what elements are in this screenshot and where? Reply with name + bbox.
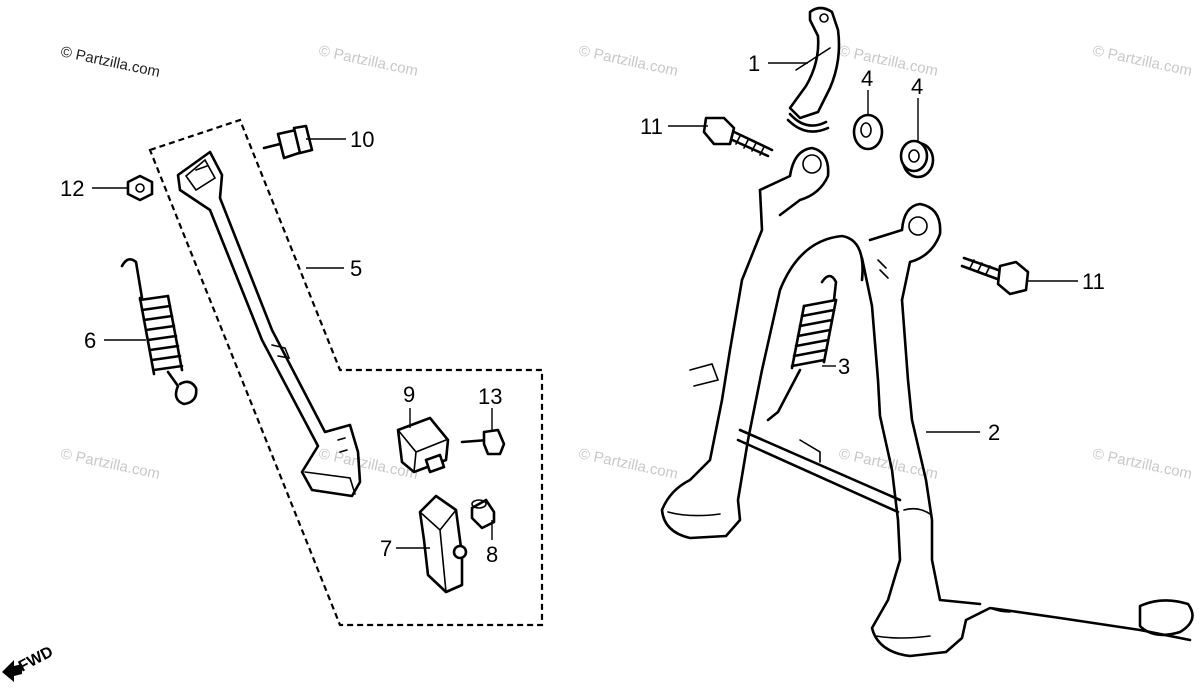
- part-bracket-1[interactable]: [786, 6, 841, 133]
- callout-4: 4: [911, 74, 923, 99]
- part-spring-6[interactable]: [120, 257, 198, 406]
- watermark: © Partzilla.com: [577, 445, 679, 483]
- callout-2: 2: [988, 420, 1000, 445]
- callout-3: 3: [838, 354, 850, 379]
- part-switch-9[interactable]: [396, 416, 450, 474]
- callout-4: 4: [861, 66, 873, 91]
- watermark: © Partzilla.com: [1091, 42, 1193, 80]
- part-side-stand[interactable]: [176, 150, 362, 498]
- callout-11: 11: [1082, 269, 1105, 294]
- callout-1: 1: [748, 51, 760, 76]
- callout-12: 12: [60, 176, 84, 201]
- part-bolt-11a[interactable]: [702, 116, 774, 158]
- part-bolt-11b[interactable]: [960, 256, 1030, 296]
- callout-9: 9: [403, 382, 415, 407]
- watermark: © Partzilla.com: [1091, 445, 1193, 483]
- fwd-label: FWD: [16, 643, 56, 675]
- callout-11: 11: [640, 114, 663, 139]
- watermark: © Partzilla.com: [837, 42, 939, 80]
- fwd-indicator: FWD: [2, 643, 56, 682]
- callout-13: 13: [478, 384, 502, 409]
- fwd-arrow-icon: [2, 660, 22, 682]
- callout-10: 10: [350, 127, 374, 152]
- assembly-outline: [148, 118, 544, 627]
- callout-5: 5: [350, 256, 362, 281]
- callout-7: 7: [380, 536, 392, 561]
- watermark-main: © Partzilla.com: [59, 43, 161, 81]
- watermark: © Partzilla.com: [317, 42, 419, 80]
- leader-lines: [92, 62, 1078, 549]
- part-collar-8[interactable]: [470, 498, 496, 530]
- part-spring-3[interactable]: [766, 274, 838, 422]
- watermark: © Partzilla.com: [59, 445, 161, 483]
- part-washer-4b[interactable]: [899, 139, 935, 179]
- part-washer-4a[interactable]: [852, 113, 884, 151]
- callout-8: 8: [486, 542, 498, 567]
- part-nut-12[interactable]: [126, 174, 154, 202]
- part-main-stand[interactable]: [660, 146, 1194, 658]
- callout-6: 6: [84, 328, 96, 353]
- watermark: © Partzilla.com: [577, 42, 679, 80]
- part-bracket-7[interactable]: [418, 494, 468, 594]
- part-screw-13[interactable]: [460, 428, 506, 456]
- part-bolt-10[interactable]: [262, 124, 314, 160]
